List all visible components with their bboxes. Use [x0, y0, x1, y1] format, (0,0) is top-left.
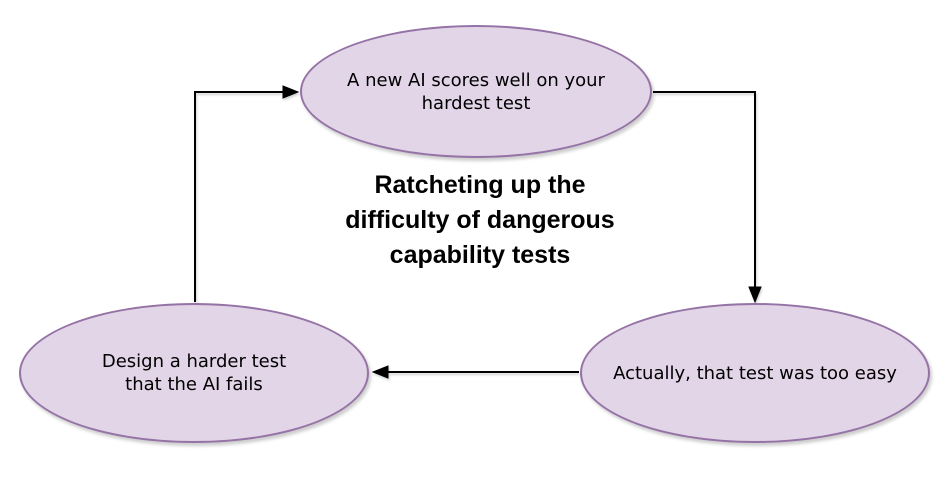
arrowhead-left-icon — [371, 365, 389, 379]
node-new-ai-scores-well: A new AI scores well on your hardest tes… — [300, 25, 652, 158]
edge-top-to-bottomright — [653, 91, 762, 304]
node-label: Actually, that test was too easy — [613, 362, 897, 384]
edge-bottomleft-to-top — [194, 85, 300, 302]
node-label: A new AI scores well on your hardest tes… — [347, 69, 605, 114]
diagram-title: Ratcheting up the difficulty of dangerou… — [345, 171, 615, 269]
node-test-was-too-easy: Actually, that test was too easy — [580, 303, 930, 443]
arrowhead-right-icon — [282, 85, 300, 99]
node-design-harder-test: Design a harder test that the AI fails — [19, 303, 369, 443]
arrowhead-down-icon — [748, 286, 762, 304]
node-label: Design a harder test that the AI fails — [101, 351, 287, 395]
edge-bottomright-to-bottomleft — [371, 365, 579, 379]
